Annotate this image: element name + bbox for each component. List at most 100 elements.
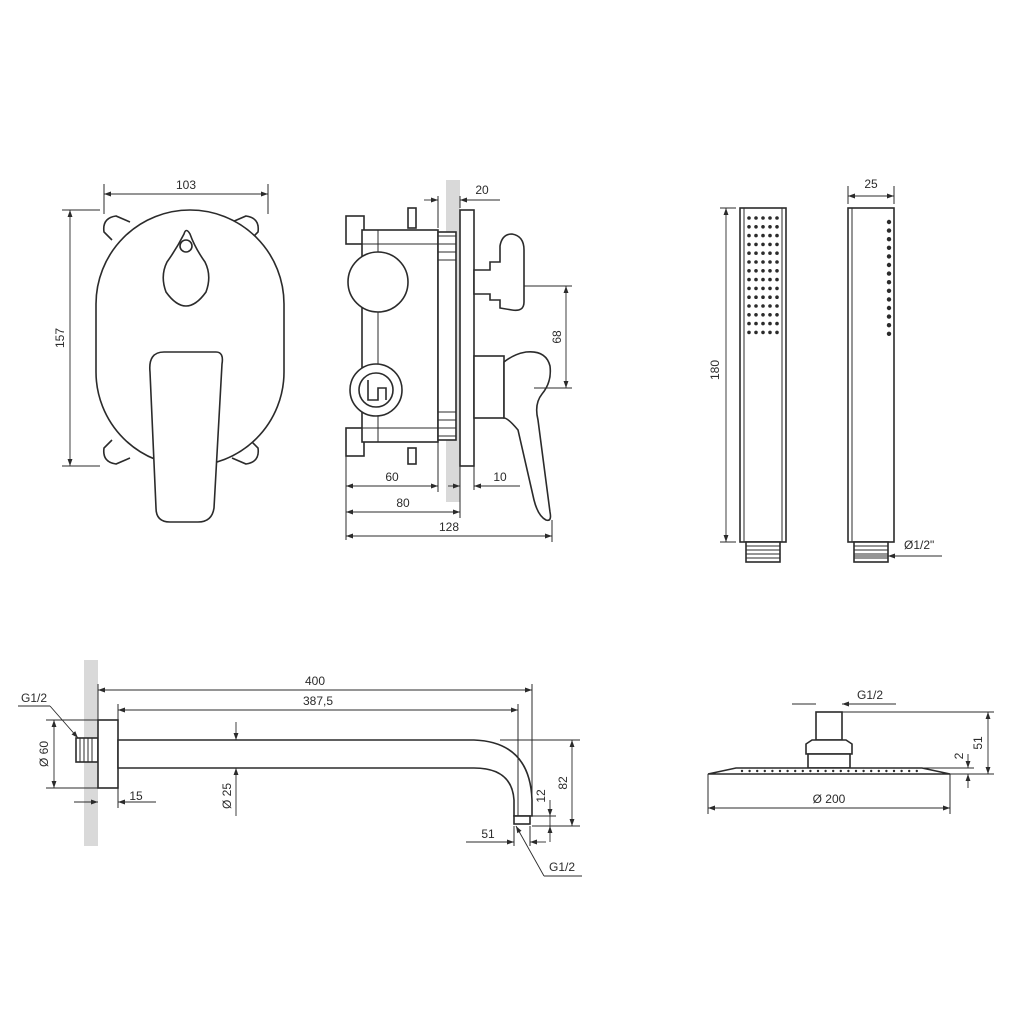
nozzle-dot: [754, 330, 758, 335]
nozzle-dot: [747, 277, 751, 282]
nozzle-dot: [754, 313, 758, 317]
nozzle-dot: [886, 331, 892, 336]
nozzle-dot: [886, 219, 892, 225]
plate-nozzle-dot: [740, 769, 744, 773]
shower-head: G1/2 51 2 Ø 200: [707, 688, 994, 814]
valve-dial-lower: [349, 363, 403, 417]
nozzle-dot: [775, 216, 779, 220]
mounting-lug-top-right: [231, 215, 260, 241]
hand-shower-front: 180: [708, 207, 787, 563]
nozzle-dot: [775, 269, 779, 273]
nozzle-dot: [886, 228, 892, 233]
spout-flange: [97, 719, 119, 789]
dim-12: 12: [534, 789, 548, 803]
nozzle-dot: [754, 286, 758, 291]
plate-nozzle-dot: [847, 769, 850, 773]
plate-nozzle-dot: [748, 769, 751, 773]
dim-dia-25: Ø 25: [220, 783, 234, 809]
plate-nozzle-dot: [877, 769, 880, 773]
dim-51-head: 51: [971, 736, 985, 750]
hand-shower-body: [739, 207, 787, 543]
nozzle-dot: [775, 251, 779, 255]
nozzle-dot: [747, 330, 751, 335]
dim-2: 2: [952, 752, 966, 759]
spout-pipe: [117, 739, 533, 817]
plate-nozzle-dot: [854, 769, 858, 773]
nozzle-dot: [747, 225, 751, 229]
nozzle-dot: [768, 260, 772, 264]
plate-nozzle-dot: [756, 769, 759, 773]
plate-nozzle-dot: [832, 769, 835, 773]
diverter-knob-hole: [179, 239, 193, 253]
mixer-front-view: 103 157: [53, 178, 285, 523]
nozzle-dot: [747, 295, 751, 300]
nozzle-dot: [886, 271, 892, 276]
diverter-knob-side: [473, 233, 525, 312]
nozzle-dot: [768, 216, 772, 220]
dim-68: 68: [550, 330, 564, 344]
nozzle-dot: [747, 251, 751, 255]
dim-20: 20: [475, 183, 489, 197]
nozzle-dot: [886, 262, 892, 268]
nozzle-dot: [761, 216, 765, 220]
nozzle-dot: [768, 251, 772, 255]
plate-nozzle-dot: [908, 769, 911, 773]
diverter-knob: [162, 229, 210, 307]
nozzle-dot: [775, 233, 779, 238]
hand-shower-side: 25 Ø1/2": [847, 177, 942, 563]
dim-400: 400: [305, 674, 325, 688]
dim-60: 60: [385, 470, 399, 484]
plate-nozzle-dot: [786, 769, 789, 773]
cartridge-sleeve: [437, 231, 457, 441]
nozzle-dot: [754, 216, 758, 220]
thread-g12-outlet: G1/2: [549, 860, 575, 874]
nozzle-column: [886, 219, 892, 336]
nozzle-dot: [754, 225, 758, 229]
nozzle-dot: [754, 269, 758, 273]
mixer-lever-side: [503, 350, 552, 522]
nozzle-dot: [768, 313, 772, 317]
spout-inlet-thread: [75, 737, 99, 763]
nozzle-dot: [775, 295, 779, 300]
plate-nozzle-dot: [870, 769, 873, 773]
thread-g12-head: G1/2: [857, 688, 883, 702]
plate-nozzle-dot: [892, 769, 896, 773]
dim-103: 103: [176, 178, 196, 192]
nozzle-dot: [775, 242, 779, 247]
plate-nozzle-dot: [794, 769, 797, 773]
nozzle-dot: [886, 288, 892, 293]
nozzle-dot: [886, 297, 892, 302]
dim-25: 25: [864, 177, 878, 191]
dim-157: 157: [53, 328, 67, 348]
nozzle-dot: [754, 321, 758, 326]
nozzle-dot: [747, 269, 751, 273]
dim-10: 10: [493, 470, 507, 484]
spout-outlet: [513, 815, 531, 825]
nozzle-dot: [754, 304, 758, 308]
thread-g12-wall: G1/2: [21, 691, 47, 705]
nozzle-dot: [754, 277, 758, 282]
nozzle-dot: [768, 242, 772, 247]
nozzle-dot: [775, 313, 779, 317]
nozzle-dot: [768, 295, 772, 300]
nozzle-dot: [747, 286, 751, 291]
nozzle-dot: [775, 260, 779, 264]
nozzle-dot: [886, 237, 892, 242]
plate-nozzle-dot: [824, 769, 827, 773]
nozzle-dot: [747, 321, 751, 326]
nozzle-dot: [754, 242, 758, 247]
nozzle-dot: [761, 313, 765, 317]
nozzle-dot: [754, 251, 758, 255]
nozzle-dot: [886, 323, 892, 328]
mixer-lever: [148, 351, 224, 523]
plate-nozzle-dot: [885, 769, 888, 773]
nozzle-dot: [886, 245, 892, 250]
plate-nozzle-dot: [801, 769, 804, 773]
plate-nozzle-dot: [778, 769, 782, 773]
nozzle-dot: [886, 305, 892, 311]
nozzle-dot: [775, 225, 779, 229]
dim-128: 128: [439, 520, 459, 534]
dim-387-5: 387,5: [303, 694, 333, 708]
nozzle-dot: [761, 251, 765, 255]
